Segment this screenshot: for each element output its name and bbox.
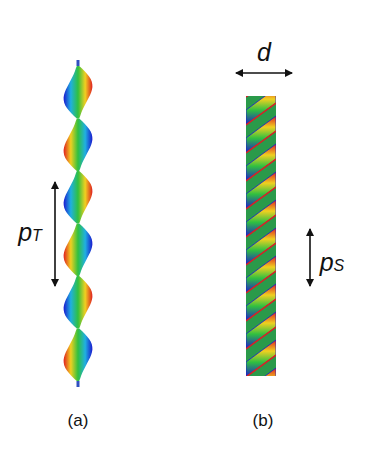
ribbon-tip xyxy=(77,381,80,387)
ribbon-twist xyxy=(64,171,93,224)
ribbon-twist xyxy=(64,276,93,329)
ribbon-tip xyxy=(77,60,80,66)
ribbon-twist xyxy=(64,119,93,172)
helix-band xyxy=(246,340,276,376)
panel-label: (a) xyxy=(68,412,89,429)
pitch-arrow xyxy=(309,229,311,286)
ribbon-twist xyxy=(64,224,93,277)
pitch-arrow xyxy=(54,182,56,286)
helix-back xyxy=(246,96,276,376)
pitch-label: pT xyxy=(18,220,42,245)
diameter-label: d xyxy=(257,40,271,65)
helix-band xyxy=(246,368,276,376)
twisted-ribbon xyxy=(64,60,93,387)
panel-label: (b) xyxy=(253,412,274,429)
pitch-label: pS xyxy=(320,250,345,275)
ribbon-twist xyxy=(64,66,93,119)
helical-ribbon xyxy=(246,96,276,376)
diameter-arrow xyxy=(236,72,292,74)
ribbon-twist xyxy=(64,329,93,382)
